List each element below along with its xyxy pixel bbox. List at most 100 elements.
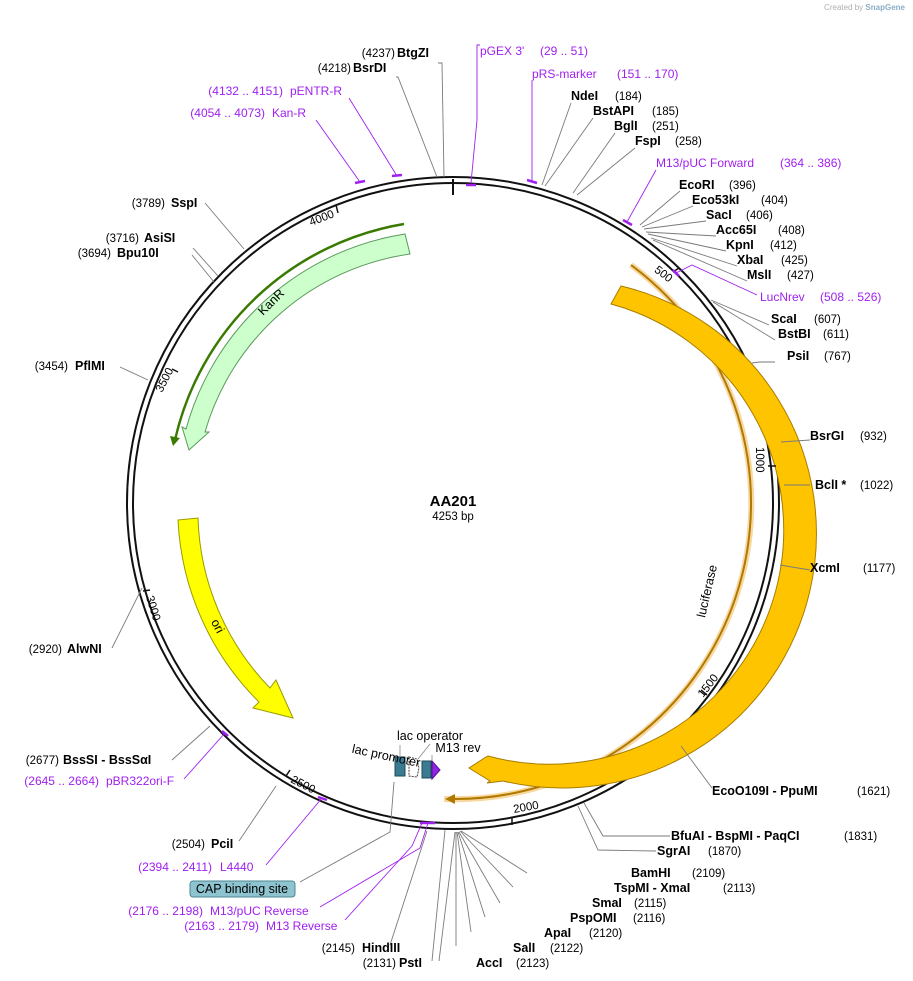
- primer-pentr-r[interactable]: (4132 .. 4151) pENTR-R: [208, 84, 342, 98]
- site-tspmi-xmai[interactable]: TspMI - XmaI(2113): [614, 881, 756, 895]
- site-acci[interactable]: AccI(2123): [476, 956, 549, 970]
- svg-text:(1621): (1621): [857, 786, 890, 798]
- ori-feature[interactable]: [177, 517, 294, 719]
- svg-text:Eco53kI: Eco53kI: [692, 193, 739, 207]
- site-scai[interactable]: ScaI(607): [771, 312, 841, 326]
- svg-text:(3716): (3716): [106, 233, 139, 245]
- site-bpu10i[interactable]: (3694)Bpu10I: [78, 246, 159, 260]
- site-bsssi-bsssai[interactable]: (2677)BssSI - BssSαI: [26, 753, 152, 767]
- site-xbai[interactable]: XbaI(425): [737, 253, 808, 267]
- svg-text:Bpu10I: Bpu10I: [117, 246, 159, 260]
- site-smai[interactable]: SmaI(2115): [592, 896, 667, 910]
- svg-text:(3789): (3789): [132, 198, 165, 210]
- primer-lucnrev[interactable]: LucNrev(508 .. 526): [760, 290, 881, 304]
- svg-text:KpnI: KpnI: [726, 238, 754, 252]
- tick-3500-mark: [171, 368, 179, 373]
- site-ecori[interactable]: EcoRI(396): [679, 178, 756, 192]
- svg-text:ApaI: ApaI: [544, 926, 571, 940]
- site-bsrdi[interactable]: (4218)BsrDI: [318, 61, 387, 75]
- primer-m13-reverse[interactable]: (2163 .. 2179)M13 Reverse: [184, 919, 337, 933]
- svg-text:AlwNI: AlwNI: [67, 642, 102, 656]
- site-kpni[interactable]: KpnI (412): [726, 238, 797, 252]
- site-ecoo109i-ppumi[interactable]: EcoO109I - PpuMI(1621): [712, 784, 890, 798]
- svg-text:AsiSI: AsiSI: [144, 231, 175, 245]
- primer-l4440[interactable]: (2394 .. 2411)L4440: [138, 860, 254, 874]
- svg-text:(2115): (2115): [634, 898, 667, 910]
- svg-text:Kan-R: Kan-R: [272, 106, 306, 120]
- primer-prs-marker[interactable]: pRS-marker(151 .. 170): [532, 67, 678, 81]
- svg-text:(408): (408): [778, 225, 805, 237]
- site-bfuai-bspmi-paqci[interactable]: BfuAI - BspMI - PaqCI(1831): [671, 829, 877, 843]
- primer-kan-r[interactable]: (4054 .. 4073) Kan-R: [190, 106, 306, 120]
- svg-text:(412): (412): [770, 240, 797, 252]
- site-saci[interactable]: SacI(406): [706, 208, 773, 222]
- site-bamhi[interactable]: BamHI(2109): [631, 866, 725, 880]
- primer-mark-m13-puc-forward: [622, 218, 633, 227]
- m13-rev-label: M13 rev: [435, 741, 481, 755]
- kanr-outline-head: [170, 436, 180, 446]
- svg-text:(258): (258): [675, 136, 702, 148]
- site-bcli[interactable]: BclI *(1022): [815, 478, 893, 492]
- svg-text:pENTR-R: pENTR-R: [290, 84, 342, 98]
- tick-3000-label: 3000: [143, 594, 162, 622]
- site-sgrai[interactable]: SgrAI(1870): [657, 844, 741, 858]
- svg-text:(2116): (2116): [633, 913, 666, 925]
- primer-labels: pGEX 3'(29 .. 51) pRS-marker(151 .. 170)…: [24, 44, 881, 933]
- svg-text:(4054 .. 4073): (4054 .. 4073): [190, 106, 265, 120]
- site-bstapi[interactable]: BstAPI(185): [593, 104, 679, 118]
- svg-text:PspOMI: PspOMI: [570, 911, 617, 925]
- svg-text:FspI: FspI: [635, 134, 661, 148]
- svg-text:(151 .. 170): (151 .. 170): [617, 67, 678, 81]
- site-acc65i[interactable]: Acc65I(408): [716, 223, 805, 237]
- svg-text:(2677): (2677): [26, 755, 59, 767]
- site-sspi[interactable]: (3789)SspI: [132, 196, 198, 210]
- site-bstbi[interactable]: BstBI(611): [778, 327, 849, 341]
- m13-rev-feature[interactable]: [431, 759, 441, 781]
- svg-text:(4132 .. 4151): (4132 .. 4151): [208, 84, 283, 98]
- site-bsrgi[interactable]: BsrGI(932): [810, 429, 887, 443]
- luciferase-outline-head: [445, 794, 455, 804]
- site-pcii[interactable]: (2504)PciI: [172, 837, 234, 851]
- site-pflmi[interactable]: (3454)PflMI: [35, 359, 105, 373]
- svg-text:(2394 .. 2411): (2394 .. 2411): [138, 860, 212, 874]
- site-xcmi[interactable]: XcmI(1177): [810, 561, 896, 575]
- site-msli[interactable]: MslI(427): [747, 268, 814, 282]
- primer-m13-puc-reverse[interactable]: (2176 .. 2198) M13/pUC Reverse: [128, 904, 309, 918]
- snapgene-watermark: Created by SnapGene: [824, 3, 905, 12]
- svg-text:(932): (932): [860, 431, 887, 443]
- site-ndei[interactable]: NdeI(184): [571, 89, 642, 103]
- svg-text:(2920): (2920): [29, 644, 62, 656]
- svg-text:NdeI: NdeI: [571, 89, 598, 103]
- cap-binding-site[interactable]: CAP binding site: [189, 880, 296, 898]
- site-sali[interactable]: SalI(2122): [513, 941, 583, 955]
- site-eco53ki[interactable]: Eco53kI(404): [692, 193, 788, 207]
- tick-1500-mark: [700, 689, 708, 696]
- backbone-outer-ring: [126, 176, 780, 830]
- primer-m13-puc-forward[interactable]: M13/pUC Forward(364 .. 386): [656, 156, 841, 170]
- svg-text:M13/pUC Reverse: M13/pUC Reverse: [210, 904, 309, 918]
- svg-text:BglI: BglI: [614, 119, 638, 133]
- site-psti[interactable]: (2131)PstI: [363, 956, 422, 970]
- site-fspi[interactable]: FspI (258): [635, 134, 702, 148]
- lac-operator-label: lac operator: [397, 729, 463, 743]
- svg-text:(2120): (2120): [589, 928, 622, 940]
- site-bgli[interactable]: BglI(251): [614, 119, 679, 133]
- primer-pgex3[interactable]: pGEX 3'(29 .. 51): [480, 44, 588, 58]
- svg-text:(2176 .. 2198): (2176 .. 2198): [128, 904, 203, 918]
- site-pspomi[interactable]: PspOMI (2116): [570, 911, 666, 925]
- site-btgzi[interactable]: (4237)BtgZI: [362, 46, 429, 60]
- svg-text:(396): (396): [729, 180, 756, 192]
- site-alwni[interactable]: (2920) AlwNI: [29, 642, 102, 656]
- site-psii[interactable]: PsiI(767): [787, 349, 851, 363]
- svg-text:PsiI: PsiI: [787, 349, 809, 363]
- site-hindiii[interactable]: (2145)HindIII: [322, 941, 400, 955]
- site-asisi[interactable]: (3716) AsiSI: [106, 231, 176, 245]
- svg-text:(1022): (1022): [860, 480, 893, 492]
- kanr-feature[interactable]: [181, 233, 411, 451]
- lac-operator-feature[interactable]: [408, 756, 420, 778]
- site-apai[interactable]: ApaI (2120): [544, 926, 622, 940]
- luciferase-feature[interactable]: [468, 285, 817, 789]
- svg-text:SacI: SacI: [706, 208, 732, 222]
- primer-pbr322ori-f[interactable]: (2645 .. 2664)pBR322ori-F: [24, 774, 174, 788]
